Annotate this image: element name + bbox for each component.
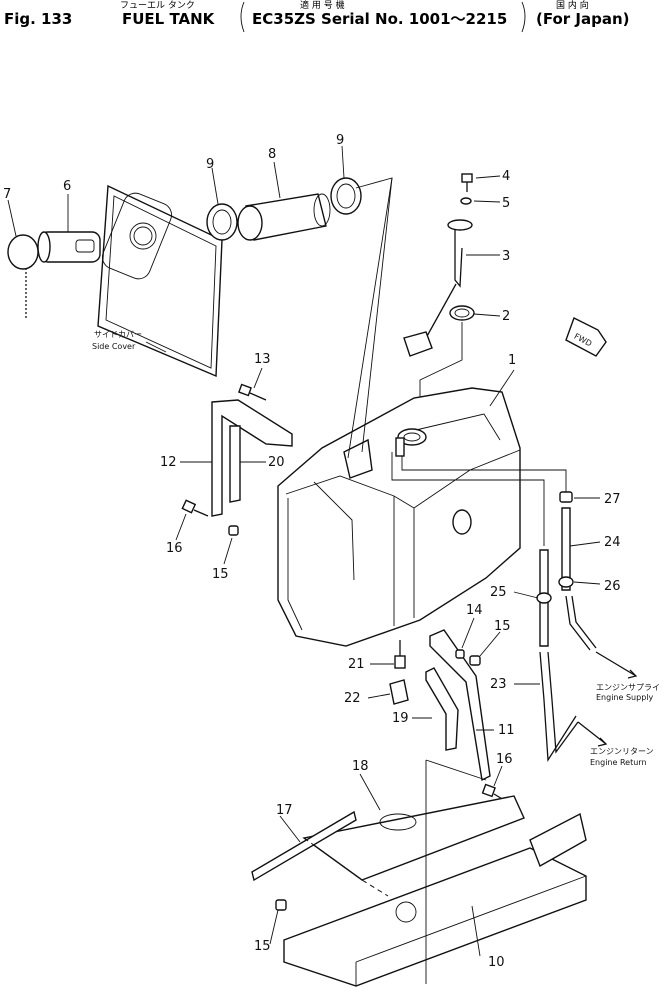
- callout-6: 6: [63, 179, 71, 194]
- callout-27: 27: [604, 492, 621, 507]
- serial-japanese: 適 用 号 機: [300, 0, 345, 11]
- callout-16-left: 16: [166, 541, 183, 556]
- callout-23: 23: [490, 677, 507, 692]
- part-20-bracket: [229, 425, 241, 503]
- callout-17: 17: [276, 803, 293, 818]
- part-3-sender-unit: [403, 219, 473, 357]
- part-15-nut-right: [469, 655, 481, 666]
- part-27-connector: [559, 491, 573, 503]
- callout-15-left: 15: [212, 567, 229, 582]
- callout-leaders: [7, 145, 601, 957]
- part-11-bracket: [429, 629, 491, 782]
- market-label: (For Japan): [536, 10, 630, 28]
- callout-19: 19: [392, 711, 409, 726]
- callout-7: 7: [3, 187, 11, 202]
- callout-22: 22: [344, 691, 361, 706]
- part-9-clamp-left: [206, 203, 238, 241]
- forward-direction-arrow: FWD: [565, 317, 607, 357]
- side-cover-panel: [97, 184, 223, 378]
- part-26-clamp: [558, 576, 574, 588]
- part-15-nut-left: [228, 525, 239, 536]
- plate-hidden-edge: [303, 837, 389, 897]
- callout-9-right: 9: [336, 133, 344, 148]
- engine-supply-hose-edge: [571, 595, 597, 649]
- engine-return-label: Engine Return: [590, 758, 647, 767]
- callout-16-right: 16: [496, 752, 513, 767]
- figure-number: Fig. 133: [4, 10, 72, 28]
- part-19-bracket: [425, 667, 459, 751]
- part-12-bracket: [211, 399, 293, 517]
- callout-12: 12: [160, 455, 177, 470]
- callout-4: 4: [502, 169, 510, 184]
- callout-15-right: 15: [494, 619, 511, 634]
- title-japanese: フューエル タンク: [120, 0, 195, 11]
- part-1-fuel-tank: [277, 387, 521, 647]
- callout-18: 18: [352, 759, 369, 774]
- filler-hose-reference-line-2: [361, 177, 393, 453]
- part-24-hose: [561, 507, 571, 591]
- callout-13: 13: [254, 352, 271, 367]
- engine-supply-label-japanese: エンジンサプライ: [596, 683, 660, 692]
- part-17-strip: [251, 810, 357, 882]
- part-16-bolt-left: [181, 499, 209, 517]
- supply-line-route: [391, 452, 545, 546]
- engine-supply-label: Engine Supply: [596, 693, 653, 702]
- callout-26: 26: [604, 579, 621, 594]
- part-6-filler-neck: [37, 231, 101, 263]
- callout-20: 20: [268, 455, 285, 470]
- part-16-bolt-right: [481, 783, 505, 801]
- part-25-clamp: [536, 592, 552, 604]
- callout-15-lower: 15: [254, 939, 271, 954]
- part-15-nut-lower: [275, 899, 287, 911]
- figure-header: フューエル タンク 適 用 号 機 国 内 向 Fig. 133 FUEL TA…: [4, 0, 630, 33]
- part-23-hose: [539, 651, 579, 763]
- serial-range: EC35ZS Serial No. 1001～2215: [252, 10, 507, 28]
- callout-9-left: 9: [206, 157, 214, 172]
- callout-11: 11: [498, 723, 515, 738]
- callout-21: 21: [348, 657, 365, 672]
- engine-return-label-japanese: エンジンリターン: [590, 747, 654, 756]
- callout-5: 5: [502, 196, 510, 211]
- side-cover-label-japanese: サイドカバー: [94, 330, 142, 339]
- part-5-washer: [460, 197, 472, 205]
- callout-25: 25: [490, 585, 507, 600]
- header-bracket-right: [521, 1, 526, 33]
- side-cover-leader: [145, 341, 167, 353]
- engine-return-arrow: [577, 721, 607, 745]
- figure-title: FUEL TANK: [122, 10, 216, 28]
- part-10-frame: [283, 812, 587, 987]
- part-2-gasket: [449, 305, 475, 321]
- part-22-clip: [389, 679, 409, 705]
- callout-24: 24: [604, 535, 621, 550]
- engine-supply-hose: [565, 595, 591, 651]
- part-4-bolt: [461, 173, 473, 192]
- market-japanese: 国 内 向: [556, 0, 589, 11]
- callout-14: 14: [466, 603, 483, 618]
- part-21-bolt: [394, 640, 406, 669]
- side-cover-label: Side Cover: [92, 342, 136, 351]
- assembly-line-2: [425, 759, 487, 781]
- part-9-clamp-right: [330, 177, 362, 215]
- callout-1: 1: [508, 353, 516, 368]
- callout-10: 10: [488, 955, 505, 970]
- part-14-washer: [455, 649, 465, 659]
- callout-8: 8: [268, 147, 276, 162]
- part-13-bolt: [238, 383, 267, 401]
- part-8-hose: [237, 193, 331, 241]
- part-7-cap: [7, 234, 39, 320]
- callout-3: 3: [502, 249, 510, 264]
- header-bracket-left: [240, 1, 245, 33]
- return-line-route: [401, 456, 567, 492]
- callout-2: 2: [502, 309, 510, 324]
- engine-supply-arrow: [595, 651, 637, 677]
